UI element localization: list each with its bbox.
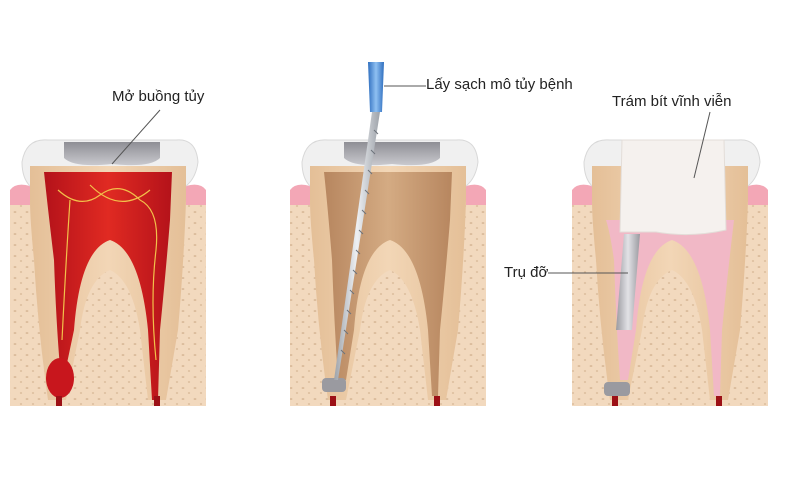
file-handle [368, 62, 384, 112]
gum-right-1 [186, 184, 206, 205]
label-post: Trụ đỡ [504, 264, 549, 281]
inter-root-bone-2 [360, 280, 420, 406]
tooth-1-inflamed [10, 139, 206, 406]
label-open-pulp-chamber: Mở buồng tủy [112, 88, 205, 105]
tooth-2-cleaning [290, 62, 486, 406]
root-apex-1a [56, 396, 62, 406]
root-apex-2a [330, 396, 336, 406]
gutta-percha [606, 220, 734, 396]
root-apex-3a [612, 396, 618, 406]
post [616, 234, 640, 330]
apex-seal-2 [322, 378, 346, 392]
gum-left-2 [290, 184, 310, 205]
endodontic-file [334, 62, 384, 380]
pulp-inflamed [44, 172, 172, 400]
gum-right-3 [748, 184, 768, 205]
abscess [46, 358, 74, 398]
inter-root-bone-3 [642, 280, 702, 406]
leader-step1 [111, 109, 161, 165]
file-shaft [334, 112, 380, 380]
gum-right-2 [466, 184, 486, 205]
tooth-3-filled [548, 111, 768, 406]
label-clean-pulp-tissue: Lấy sạch mô tủy bệnh [426, 76, 573, 93]
gum-left-3 [572, 184, 592, 205]
root-apex-3b [716, 396, 722, 406]
inter-root-bone-1 [80, 280, 140, 406]
apex-seal-3 [604, 382, 630, 396]
leader-step3 [693, 111, 711, 179]
permanent-filling [619, 139, 727, 236]
file-flutes [340, 129, 379, 355]
label-permanent-filling: Trám bít vĩnh viễn [612, 93, 732, 110]
gum-left-1 [10, 184, 30, 205]
root-apex-2b [434, 396, 440, 406]
access-opening-2 [344, 142, 440, 166]
root-apex-1b [154, 396, 160, 406]
nerves [57, 184, 158, 361]
access-opening [64, 142, 160, 166]
